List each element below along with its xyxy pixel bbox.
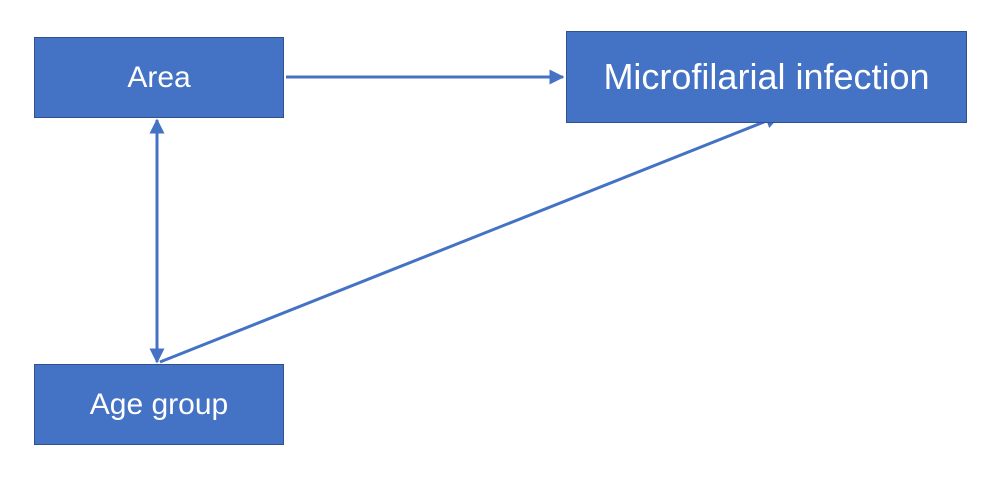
node-microfilarial-infection-label: Microfilarial infection [603,56,930,97]
node-age-group: Age group [34,364,284,445]
node-area: Area [34,37,284,118]
node-area-label: Area [127,60,191,94]
edge-age-to-outcome [159,114,781,364]
node-age-group-label: Age group [89,387,229,421]
node-microfilarial-infection: Microfilarial infection [566,31,967,123]
